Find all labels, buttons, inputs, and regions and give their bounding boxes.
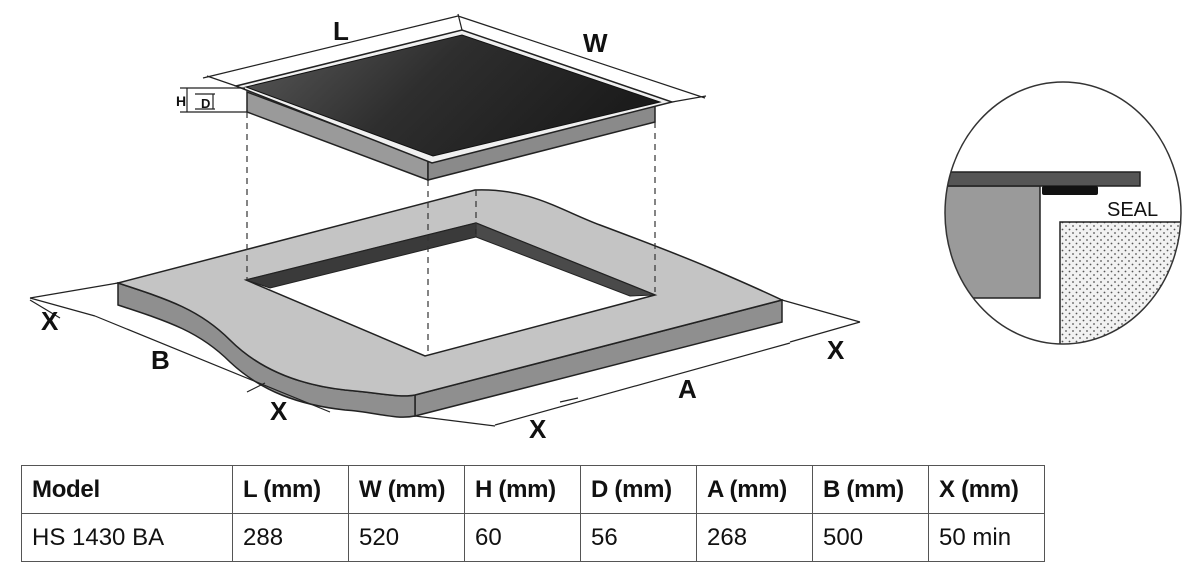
projection-lines: [246, 112, 656, 356]
table-row: HS 1430 BA 288 520 60 56 268 500 50 min: [21, 513, 1045, 562]
cell-b: 500: [812, 513, 929, 562]
label-X-front-right: X: [529, 414, 547, 444]
countertop: [115, 189, 785, 418]
specs-table: Model L (mm) W (mm) H (mm) D (mm) A (mm)…: [21, 465, 1045, 562]
cell-x: 50 min: [928, 513, 1045, 562]
installation-diagram: L W H D X B X X A X SEAL: [29, 13, 1182, 444]
label-B: B: [151, 345, 170, 375]
header-model: Model: [21, 465, 233, 514]
label-A: A: [678, 374, 697, 404]
header-a: A (mm): [696, 465, 813, 514]
seal-detail-circle: SEAL: [944, 81, 1182, 345]
cell-d: 56: [580, 513, 697, 562]
table-header-row: Model L (mm) W (mm) H (mm) D (mm) A (mm)…: [21, 465, 1045, 514]
cell-a: 268: [696, 513, 813, 562]
cell-model: HS 1430 BA: [21, 513, 233, 562]
cell-w: 520: [348, 513, 465, 562]
header-b: B (mm): [812, 465, 929, 514]
cell-h: 60: [464, 513, 581, 562]
header-x: X (mm): [928, 465, 1045, 514]
label-X-front-left: X: [270, 396, 288, 426]
header-l: L (mm): [232, 465, 349, 514]
hob: [233, 29, 675, 182]
header-w: W (mm): [348, 465, 465, 514]
cutout-opening: [243, 222, 658, 357]
header-d: D (mm): [580, 465, 697, 514]
label-D: D: [201, 96, 210, 111]
dimension-lines: [29, 13, 861, 427]
label-H: H: [176, 93, 186, 109]
label-X-right: X: [827, 335, 845, 365]
cell-l: 288: [232, 513, 349, 562]
label-W: W: [583, 28, 608, 58]
label-X-left: X: [41, 306, 59, 336]
label-L: L: [333, 16, 349, 46]
seal-label: SEAL: [1107, 199, 1158, 221]
seal-strip: [1042, 186, 1098, 195]
header-h: H (mm): [464, 465, 581, 514]
